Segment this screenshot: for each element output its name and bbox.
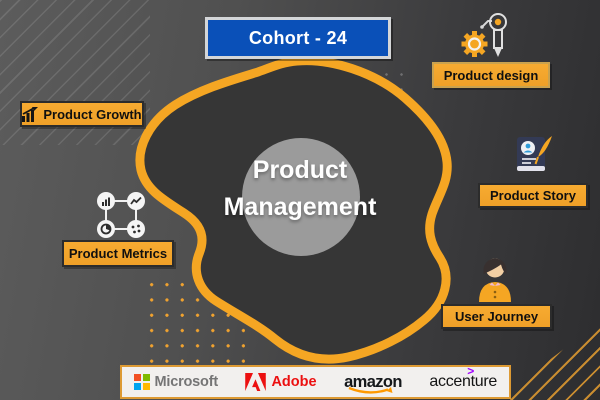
- topic-label-text: Product Metrics: [68, 246, 168, 261]
- cohort-banner: Cohort - 24: [205, 17, 391, 59]
- amazon-logo: amazon: [344, 372, 403, 394]
- metrics-network-icon: [97, 192, 145, 238]
- topic-label-product-growth: Product Growth: [20, 101, 144, 127]
- microsoft-logo: Microsoft: [134, 374, 218, 390]
- storybook-quill-icon: [517, 136, 552, 171]
- title-line-1: Product: [252, 156, 348, 184]
- topic-label-text: Product design: [443, 67, 539, 83]
- topic-label-text: Product Growth: [43, 106, 142, 122]
- partner-logo-bar: Microsoft Adobe amazon > accenture: [120, 364, 511, 399]
- topic-label-product-design: Product design: [432, 62, 550, 88]
- accenture-arrow-icon: >: [467, 364, 475, 378]
- accenture-wordmark: accenture: [429, 373, 497, 390]
- topic-label-product-metrics: Product Metrics: [62, 240, 174, 267]
- microsoft-wordmark: Microsoft: [154, 374, 219, 390]
- page-title: Product Management: [175, 152, 425, 226]
- topic-label-user-journey: User Journey: [441, 304, 552, 329]
- accenture-logo: > accenture: [429, 364, 497, 391]
- adobe-logo: Adobe: [245, 373, 317, 391]
- amazon-smile-icon: [348, 387, 393, 394]
- bar-chart-growth-icon: [22, 106, 39, 122]
- adobe-a-icon: [245, 373, 267, 391]
- person-icon: [479, 258, 511, 302]
- topic-label-text: User Journey: [454, 309, 539, 324]
- topic-label-text: Product Story: [490, 188, 576, 203]
- topic-label-product-story: Product Story: [478, 183, 588, 208]
- adobe-wordmark: Adobe: [271, 374, 317, 390]
- cohort-banner-label: Cohort - 24: [248, 27, 348, 48]
- microsoft-squares-icon: [134, 374, 150, 390]
- title-line-2: Management: [223, 193, 377, 221]
- gear-pencil-bulb-icon: [461, 13, 507, 57]
- amazon-wordmark: amazon: [344, 372, 402, 391]
- center-gray-circle: [242, 138, 360, 256]
